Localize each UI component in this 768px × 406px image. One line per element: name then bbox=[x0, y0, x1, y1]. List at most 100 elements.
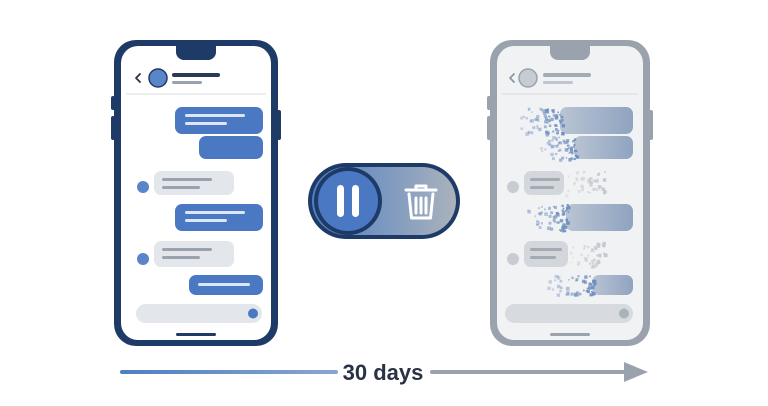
particle bbox=[596, 254, 598, 257]
particle bbox=[560, 115, 564, 119]
particle bbox=[602, 241, 606, 246]
message-list-fading bbox=[507, 107, 633, 295]
particle bbox=[554, 206, 557, 209]
particle bbox=[527, 209, 531, 213]
home-indicator bbox=[176, 333, 216, 336]
particle bbox=[574, 294, 577, 297]
particle bbox=[565, 286, 570, 291]
message-bubble-sent bbox=[199, 136, 263, 159]
particle bbox=[554, 145, 557, 147]
particle bbox=[588, 286, 592, 290]
pause-delete-toggle[interactable] bbox=[308, 163, 460, 239]
particle bbox=[567, 144, 570, 147]
avatar bbox=[518, 68, 538, 88]
particle bbox=[554, 124, 558, 127]
particle bbox=[534, 215, 537, 218]
particle bbox=[540, 211, 543, 214]
particle bbox=[534, 118, 537, 121]
particle bbox=[552, 111, 555, 114]
message-bubble-received bbox=[154, 171, 234, 195]
message-list bbox=[137, 107, 263, 295]
particle bbox=[604, 171, 606, 173]
particle bbox=[559, 286, 563, 290]
particle bbox=[592, 187, 596, 191]
pause-icon[interactable] bbox=[337, 185, 359, 217]
particle bbox=[532, 126, 536, 130]
particle bbox=[543, 125, 547, 129]
particle bbox=[573, 138, 577, 141]
particle bbox=[548, 280, 552, 284]
particle bbox=[595, 262, 598, 266]
particle bbox=[563, 141, 567, 145]
trash-icon[interactable] bbox=[404, 184, 438, 220]
particle bbox=[597, 172, 601, 175]
particle bbox=[598, 253, 602, 258]
particle bbox=[548, 140, 551, 143]
sender-avatar bbox=[137, 181, 149, 193]
particle bbox=[536, 127, 539, 129]
particle bbox=[581, 279, 586, 283]
particle bbox=[559, 279, 563, 283]
particle bbox=[556, 211, 558, 214]
particle bbox=[539, 213, 542, 216]
particle bbox=[561, 204, 564, 207]
sender-avatar bbox=[507, 253, 519, 265]
particle bbox=[568, 158, 572, 162]
particle bbox=[600, 186, 603, 189]
particle bbox=[602, 178, 607, 182]
particle bbox=[596, 259, 601, 264]
toggle-knob bbox=[318, 171, 378, 231]
particle bbox=[565, 141, 569, 144]
particle bbox=[551, 109, 554, 112]
particle bbox=[555, 137, 558, 140]
particle bbox=[547, 286, 551, 290]
particle bbox=[520, 127, 523, 130]
particle bbox=[545, 118, 548, 121]
particle bbox=[537, 212, 541, 215]
particle bbox=[527, 210, 531, 214]
particle bbox=[529, 119, 532, 123]
particle bbox=[556, 221, 559, 224]
particle bbox=[556, 131, 559, 135]
particle bbox=[586, 290, 589, 293]
particle bbox=[595, 179, 599, 183]
particle bbox=[550, 227, 554, 231]
particle bbox=[588, 282, 592, 286]
timeline-arrow-icon bbox=[624, 362, 648, 382]
particle bbox=[548, 144, 551, 146]
particle bbox=[562, 223, 566, 227]
particle bbox=[554, 215, 558, 219]
particle bbox=[551, 139, 554, 142]
particle bbox=[595, 247, 598, 251]
particle bbox=[601, 187, 606, 191]
send-icon[interactable] bbox=[248, 308, 258, 319]
particle bbox=[522, 115, 525, 118]
particle bbox=[559, 229, 562, 231]
particle bbox=[565, 194, 569, 198]
particle bbox=[585, 259, 588, 262]
back-arrow-icon[interactable] bbox=[135, 73, 141, 83]
particle bbox=[568, 147, 570, 149]
particle bbox=[566, 292, 570, 296]
particle bbox=[575, 155, 580, 159]
particle bbox=[564, 148, 569, 152]
particle bbox=[558, 148, 562, 152]
particle bbox=[554, 279, 556, 282]
particle bbox=[559, 290, 562, 293]
particle bbox=[590, 248, 595, 253]
particle bbox=[553, 205, 555, 208]
particle bbox=[556, 293, 561, 297]
particle bbox=[595, 187, 597, 190]
particle bbox=[578, 292, 582, 296]
particle bbox=[556, 144, 559, 147]
message-input[interactable] bbox=[136, 304, 262, 323]
particle bbox=[560, 230, 562, 232]
particle bbox=[575, 293, 579, 297]
particle bbox=[573, 183, 576, 186]
particle bbox=[582, 171, 586, 174]
particle bbox=[538, 127, 542, 132]
message-bubble-sent bbox=[560, 107, 633, 134]
particle bbox=[554, 114, 559, 118]
particle bbox=[584, 259, 586, 261]
